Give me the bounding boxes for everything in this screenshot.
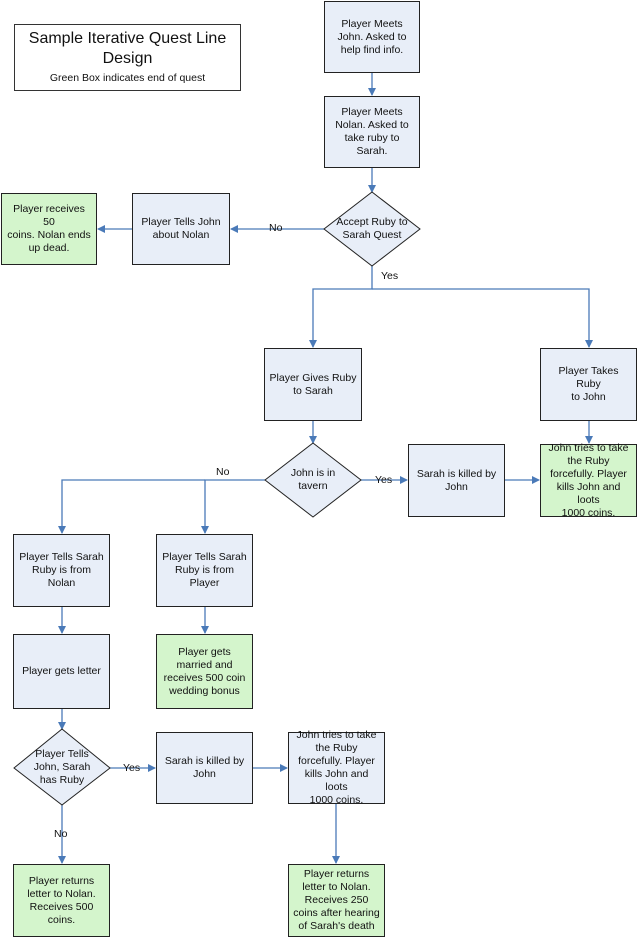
node-gives-ruby: Player Gives Ruby to Sarah: [264, 348, 362, 421]
node-tells-sarah-nolan: Player Tells Sarah Ruby is from Nolan: [13, 534, 110, 607]
node-john-forceful-2: John tries to take the Ruby forcefully. …: [288, 729, 385, 806]
node-end-john-killed-1: John tries to take the Ruby forcefully. …: [540, 442, 637, 519]
decision-accept-quest-shape: [323, 191, 421, 267]
edge-accept-yes-split: [309, 266, 373, 348]
node-meets-nolan: Player Meets Nolan. Asked to take ruby t…: [324, 96, 420, 168]
edge-tavern-no-split: [201, 479, 265, 534]
node-sarah-killed-1: Sarah is killed by John: [408, 444, 505, 517]
edge-split-left: [58, 479, 205, 534]
diagram-title: Sample Iterative Quest Line Design: [28, 30, 227, 67]
edge-label-yes-2: Yes: [375, 474, 393, 486]
edge-label-no-1: No: [269, 222, 283, 234]
node-end-married: Player gets married and receives 500 coi…: [156, 634, 253, 709]
node-takes-ruby: Player Takes Ruby to John: [540, 348, 637, 421]
node-sarah-killed-2: Sarah is killed by John: [156, 732, 253, 804]
decision-tells-john-sarah: Player Tells John, Sarah has Ruby: [33, 747, 91, 786]
title-box: Sample Iterative Quest Line Design Green…: [14, 24, 241, 91]
node-meets-john: Player Meets John. Asked to help find in…: [324, 1, 420, 73]
edge-label-yes-3: Yes: [123, 762, 141, 774]
edge-label-yes-1: Yes: [381, 270, 399, 282]
edge-label-no-3: No: [54, 828, 68, 840]
edge-split-right: [372, 288, 593, 348]
node-gets-letter: Player gets letter: [13, 634, 110, 709]
node-end-50-coins: Player receives 50 coins. Nolan ends up …: [1, 193, 97, 265]
node-end-250-coins: Player returns letter to Nolan. Receives…: [288, 864, 385, 937]
decision-john-tavern: John is in tavern: [290, 467, 336, 492]
node-end-500-coins: Player returns letter to Nolan. Receives…: [13, 864, 110, 937]
node-tells-john-nolan: Player Tells John about Nolan: [132, 193, 230, 265]
edge-label-no-2: No: [216, 466, 230, 478]
decision-tells-john-shape: [13, 728, 111, 806]
decision-accept-quest: Accept Ruby to Sarah Quest: [336, 216, 408, 241]
decision-john-tavern-shape: [264, 442, 362, 518]
diagram-subtitle: Green Box indicates end of quest: [49, 72, 206, 84]
node-tells-sarah-player: Player Tells Sarah Ruby is from Player: [156, 534, 253, 607]
